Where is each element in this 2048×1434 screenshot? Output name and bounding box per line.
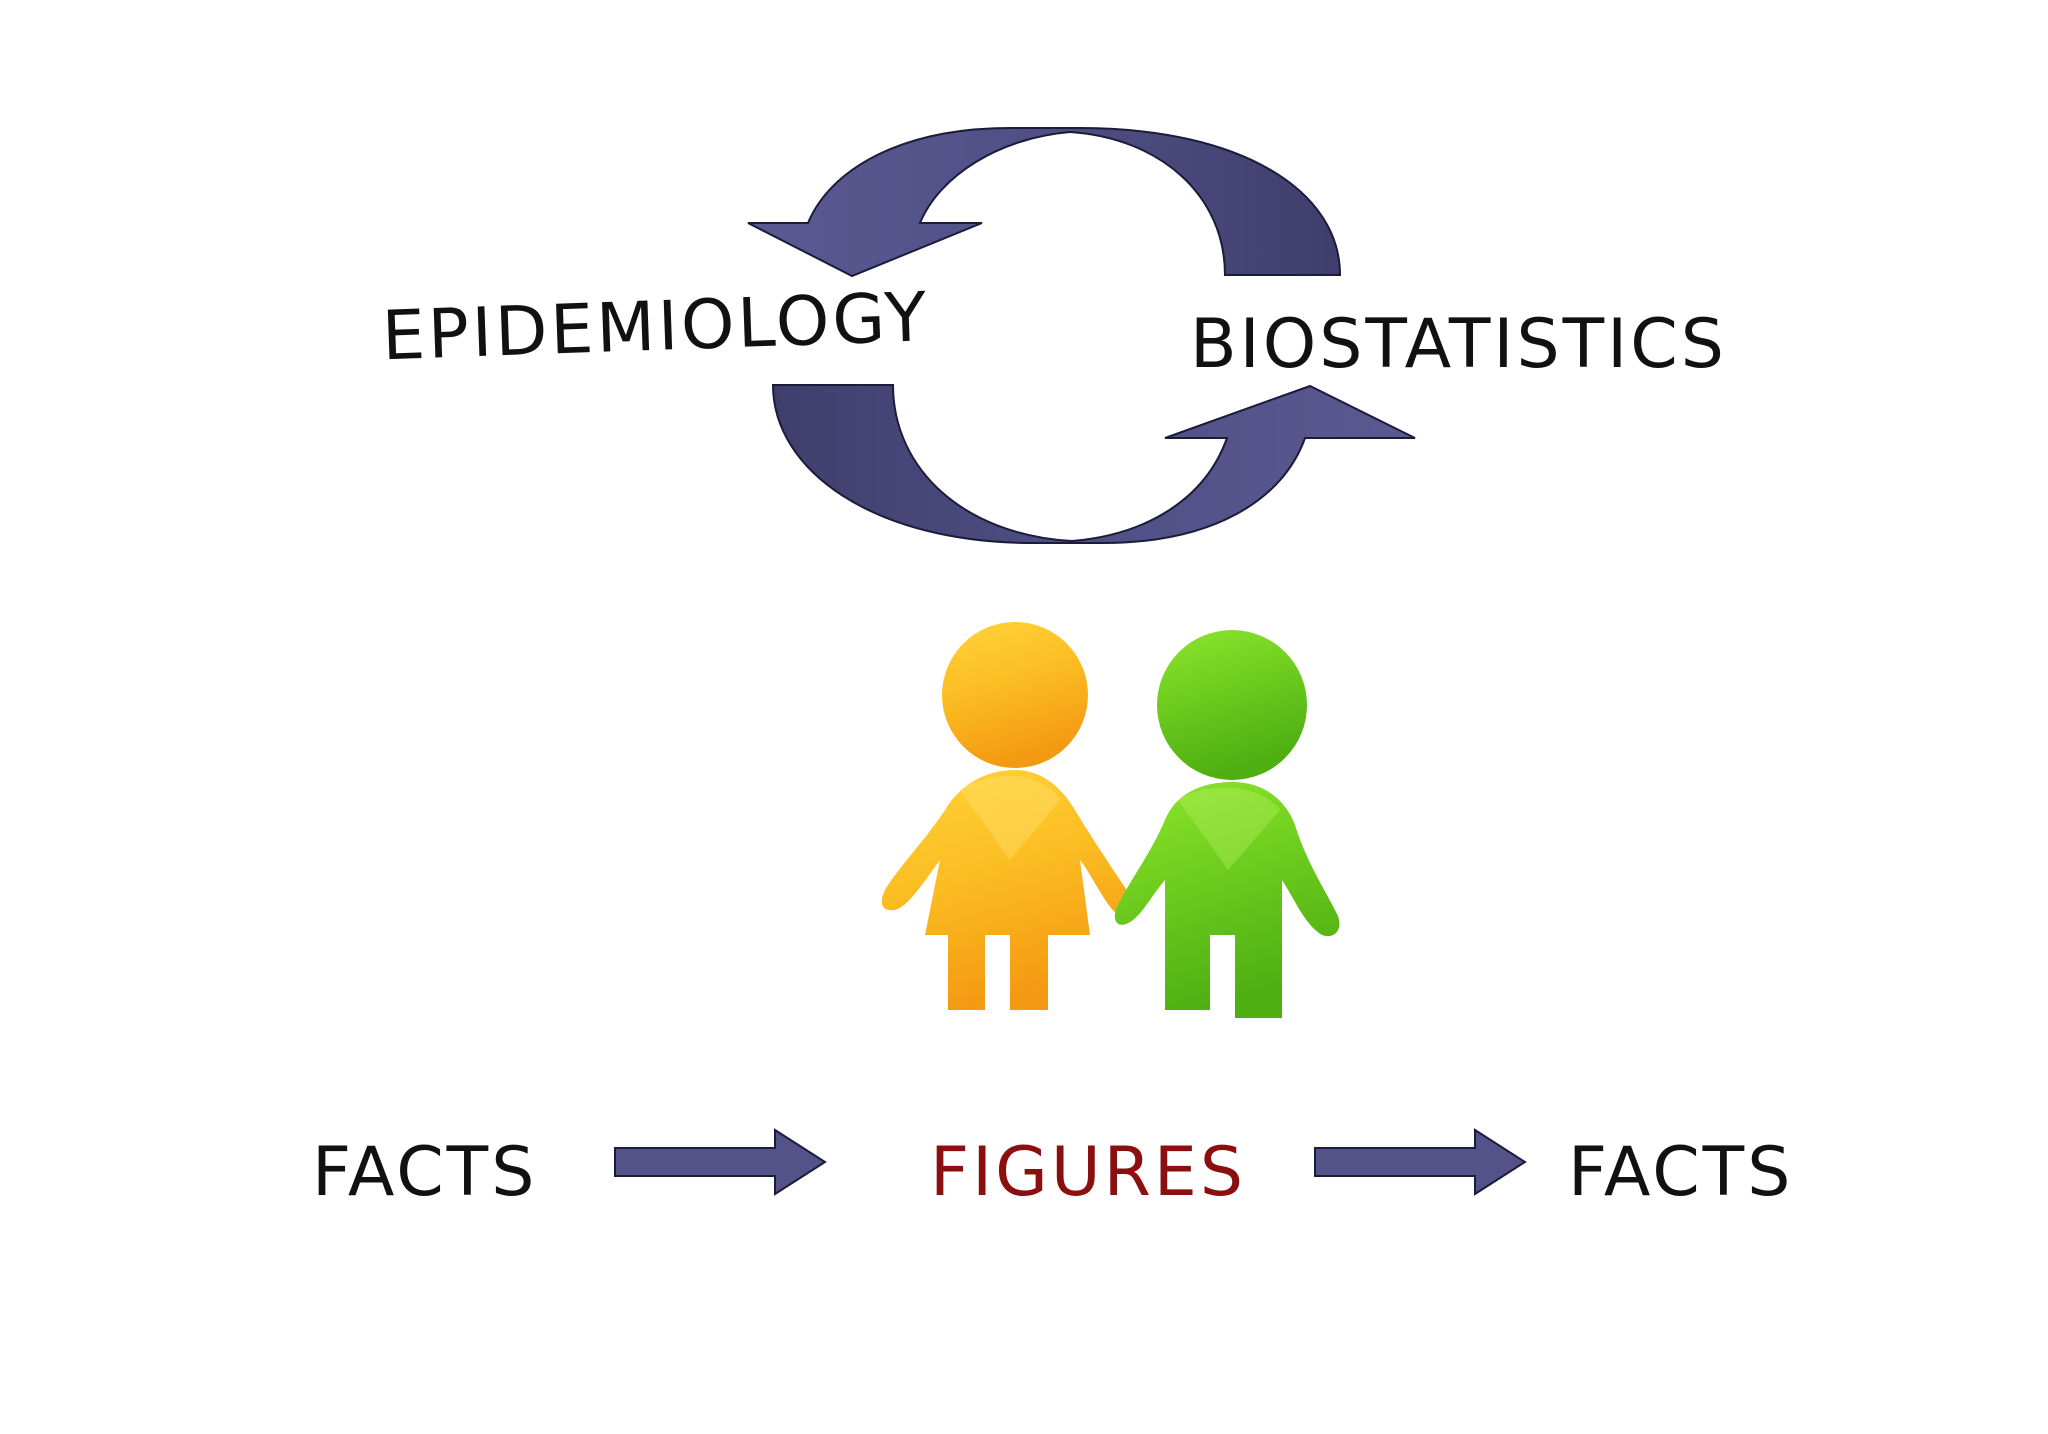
male-figure-icon xyxy=(1114,630,1340,1018)
cycle-arrow-bottom xyxy=(771,384,1416,544)
flow-arrow-right xyxy=(1314,1128,1527,1196)
cycle-arrow-top xyxy=(747,127,1342,278)
figures-label: FIGURES xyxy=(930,1133,1246,1212)
facts-end-label: FACTS xyxy=(1568,1133,1793,1212)
people-holding-hands-icon xyxy=(881,622,1340,1018)
biostatistics-label: BIOSTATISTICS xyxy=(1190,305,1727,384)
female-figure-icon xyxy=(881,622,1135,1010)
cycle-arrows xyxy=(747,127,1416,544)
flow-arrow-left xyxy=(614,1128,827,1196)
facts-start-label: FACTS xyxy=(312,1133,537,1212)
epidemiology-label: EPIDEMIOLOGY xyxy=(381,278,931,376)
